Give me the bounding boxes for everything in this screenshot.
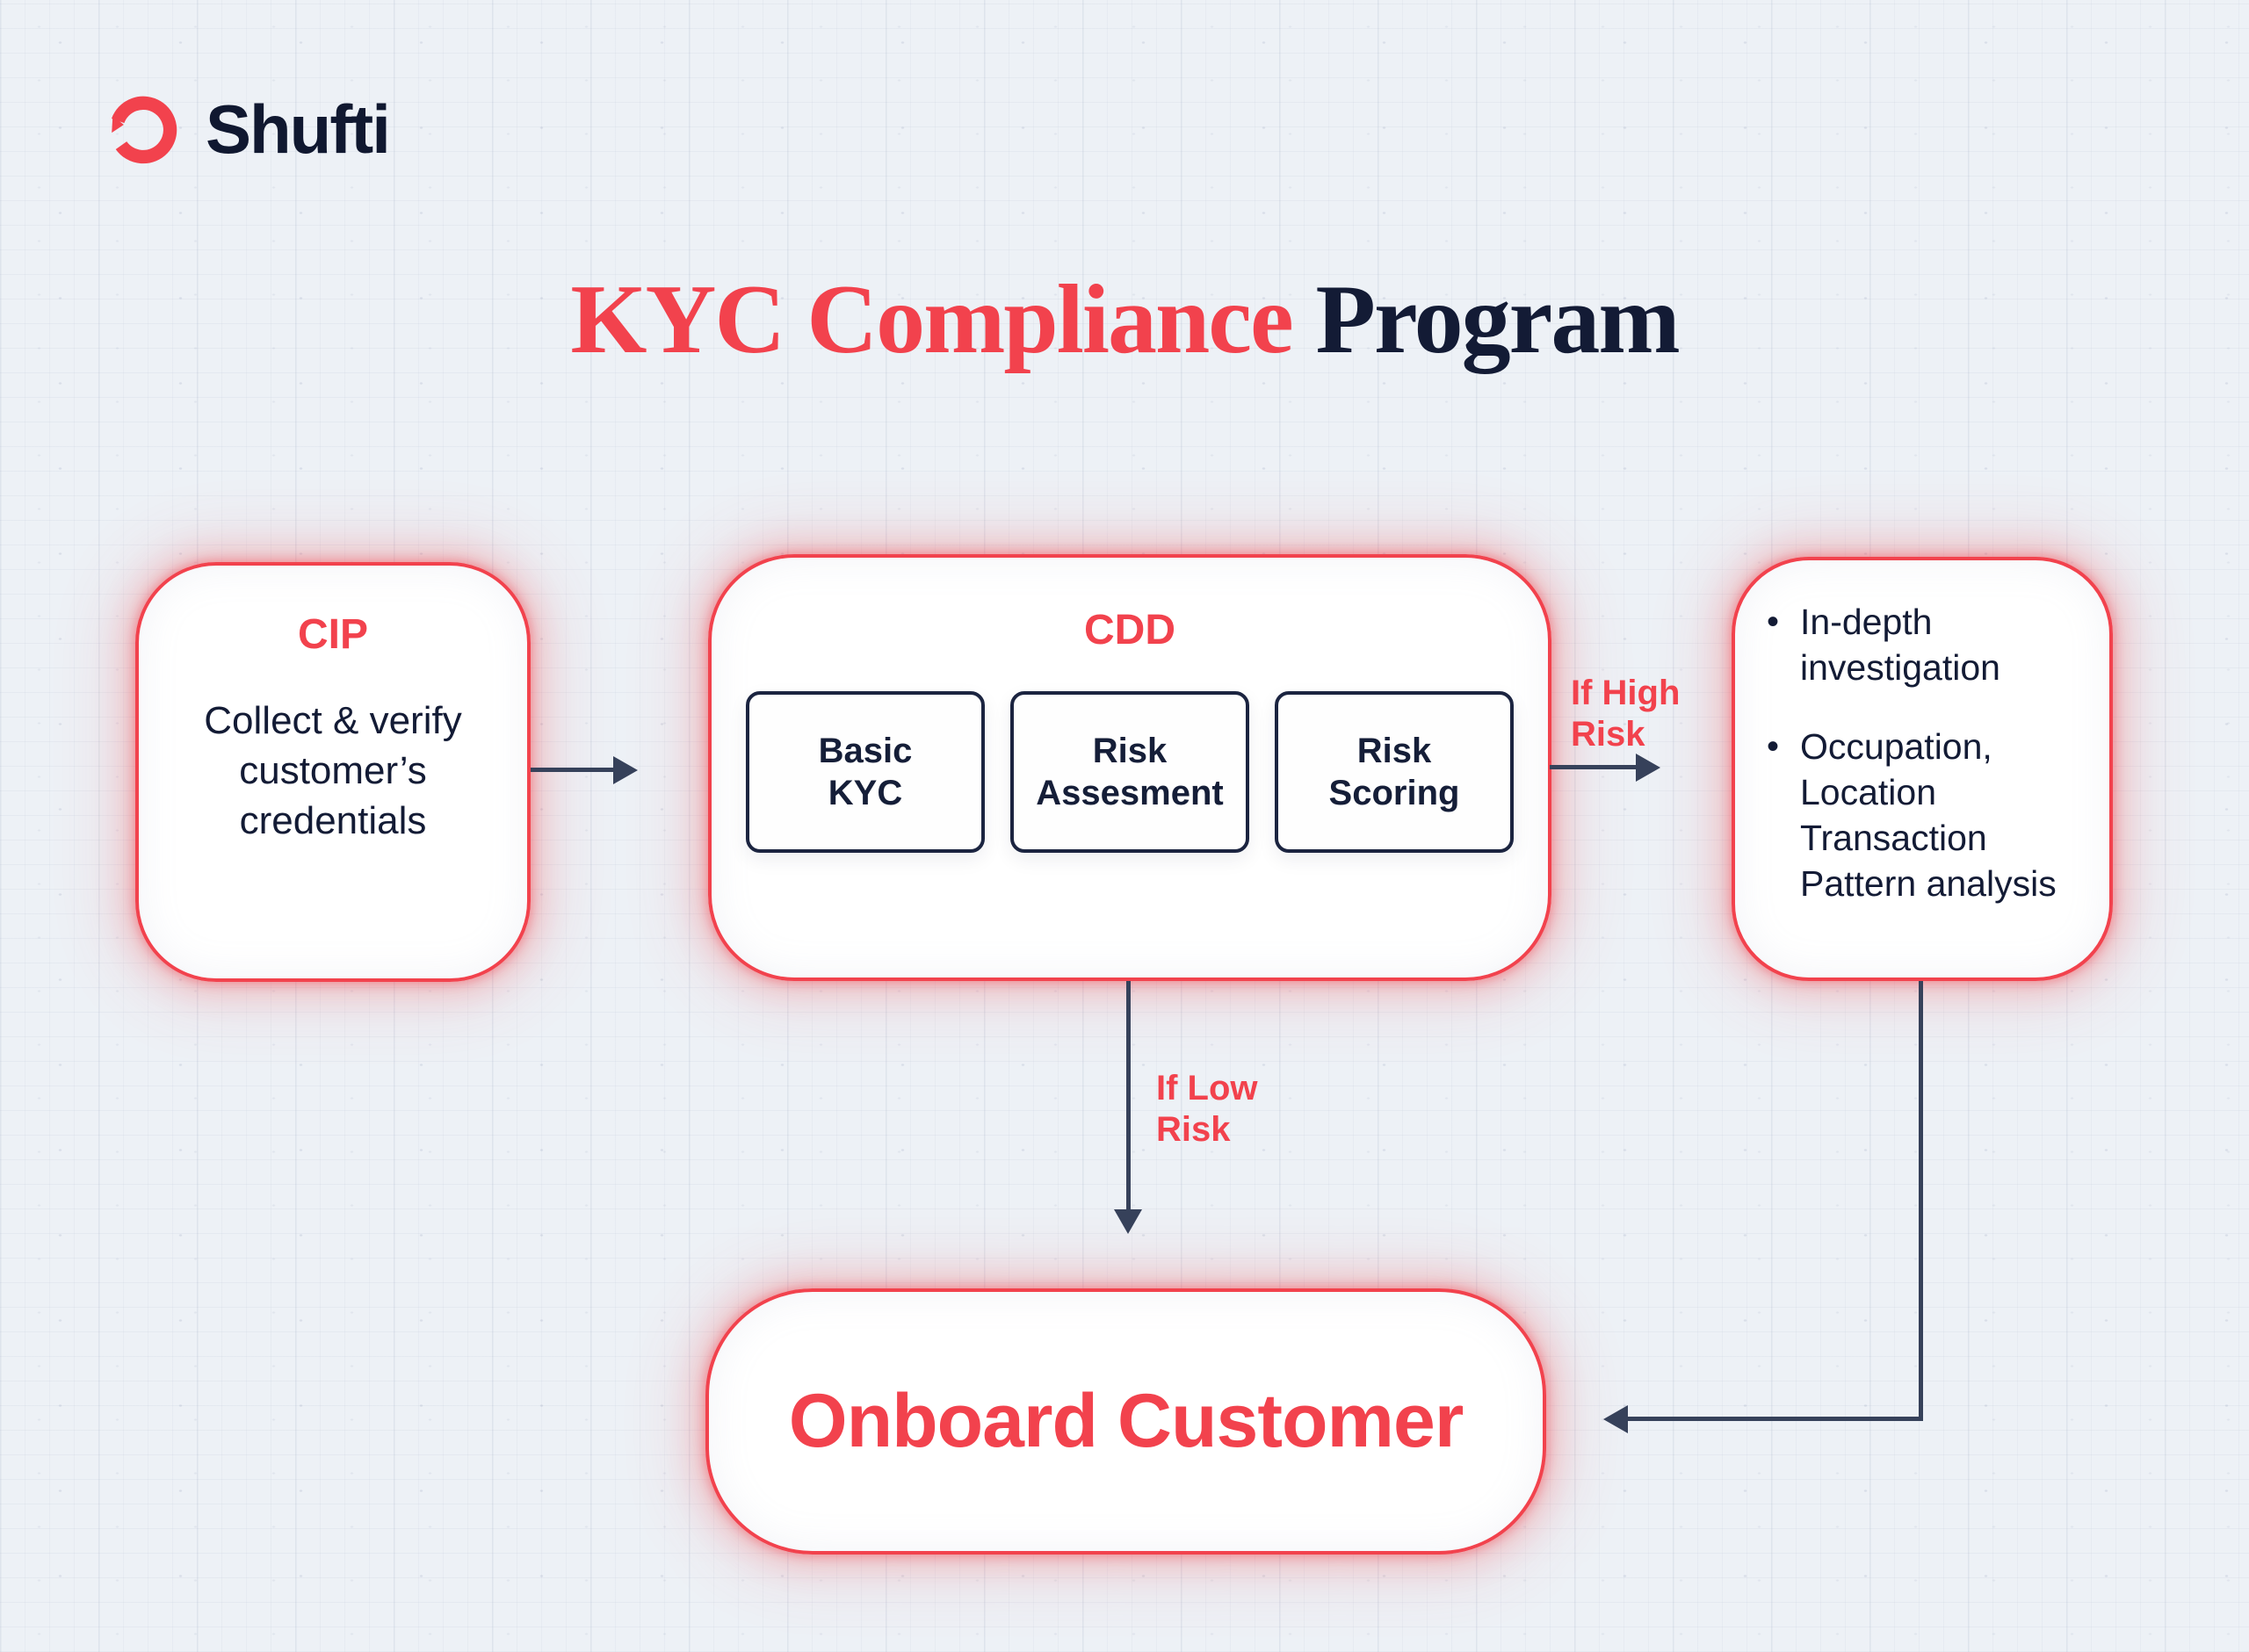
arrowhead-right-icon	[1636, 754, 1660, 782]
cip-title: CIP	[297, 611, 368, 658]
edge-cdd-to-onboard	[1126, 981, 1131, 1209]
cdd-step-risk-assesment: Risk Assesment	[1010, 691, 1249, 853]
page-title-highlight: KYC Compliance	[570, 265, 1293, 374]
node-high-risk-actions: • In-depth investigation • Occupation, L…	[1732, 557, 2113, 981]
shufti-ring-icon	[112, 96, 177, 163]
edge-cdd-to-actions	[1550, 765, 1638, 769]
edge-actions-left-segment	[1628, 1417, 1923, 1421]
bullet-dot-icon: •	[1767, 602, 1780, 641]
node-onboard-customer: Onboard Customer	[705, 1288, 1546, 1555]
arrowhead-right-icon	[613, 756, 638, 784]
bullet-text: In-depth investigation	[1800, 602, 2000, 688]
onboard-customer-label: Onboard Customer	[788, 1379, 1464, 1463]
list-item: • In-depth investigation	[1767, 599, 2095, 690]
list-item: • Occupation, Location Transaction Patte…	[1767, 724, 2095, 906]
brand-name: Shufti	[206, 90, 391, 168]
edge-label-if-high-risk: If High Risk	[1571, 674, 1681, 754]
bullet-dot-icon: •	[1767, 727, 1780, 766]
cdd-step-basic-kyc: Basic KYC	[746, 691, 985, 853]
cdd-step-risk-scoring: Risk Scoring	[1275, 691, 1514, 853]
brand-logo: Shufti	[104, 90, 391, 170]
node-cip: CIP Collect & verify customer’s credenti…	[135, 562, 531, 982]
page-title-rest: Program	[1315, 265, 1681, 374]
high-risk-actions-list: • In-depth investigation • Occupation, L…	[1767, 599, 2095, 906]
edge-cip-to-cdd	[531, 768, 615, 772]
node-cdd: CDD Basic KYC Risk Assesment Risk Scorin…	[708, 554, 1551, 981]
cip-body: Collect & verify customer’s credentials	[204, 699, 462, 842]
cdd-title: CDD	[1084, 607, 1175, 653]
arrowhead-left-icon	[1603, 1405, 1628, 1433]
edge-label-if-low-risk: If Low Risk	[1156, 1069, 1258, 1149]
edge-actions-down-segment	[1919, 981, 1923, 1420]
bullet-text: Occupation, Location Transaction Pattern…	[1800, 726, 2057, 904]
arrowhead-down-icon	[1114, 1209, 1142, 1234]
cdd-steps: Basic KYC Risk Assesment Risk Scoring	[712, 691, 1548, 853]
